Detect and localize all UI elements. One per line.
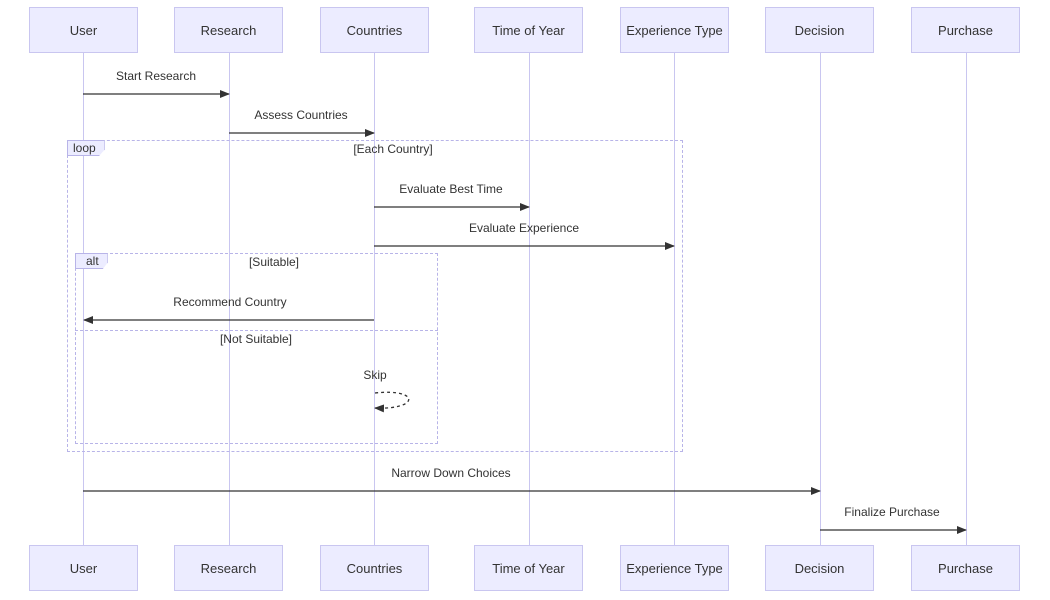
message-label-evaluate-best-time: Evaluate Best Time — [399, 182, 503, 196]
actor-experience-type-top[interactable]: Experience Type — [620, 7, 729, 53]
alt-frame: alt — [75, 253, 438, 444]
message-label-narrow-down-choices: Narrow Down Choices — [391, 466, 511, 480]
actor-user-top[interactable]: User — [29, 7, 138, 53]
actor-decision-top[interactable]: Decision — [765, 7, 874, 53]
alt-frame-label: alt — [75, 253, 108, 269]
lifeline-experience-type — [674, 53, 675, 545]
message-label-evaluate-experience: Evaluate Experience — [468, 221, 580, 235]
actor-decision-bottom[interactable]: Decision — [765, 545, 874, 591]
actor-purchase-top[interactable]: Purchase — [911, 7, 1020, 53]
loop-frame: loop — [67, 140, 683, 452]
alt-else-divider — [75, 330, 438, 331]
lifeline-user — [83, 53, 84, 545]
actor-countries-top[interactable]: Countries — [320, 7, 429, 53]
message-label-skip: Skip — [363, 368, 387, 382]
loop-frame-label: loop — [67, 140, 105, 156]
lifeline-decision — [820, 53, 821, 545]
actor-experience-type-bottom[interactable]: Experience Type — [620, 545, 729, 591]
message-label-start-research: Start Research — [115, 69, 197, 83]
actor-purchase-bottom[interactable]: Purchase — [911, 545, 1020, 591]
loop-condition: [Each Country] — [353, 142, 433, 156]
alt-else-condition: [Not Suitable] — [219, 332, 293, 346]
message-label-assess-countries: Assess Countries — [254, 108, 348, 122]
lifeline-purchase — [966, 53, 967, 545]
message-label-finalize-purchase: Finalize Purchase — [844, 505, 940, 519]
message-label-recommend-country: Recommend Country — [173, 295, 287, 309]
actor-countries-bottom[interactable]: Countries — [320, 545, 429, 591]
actor-time-of-year-top[interactable]: Time of Year — [474, 7, 583, 53]
alt-condition: [Suitable] — [248, 255, 300, 269]
actor-time-of-year-bottom[interactable]: Time of Year — [474, 545, 583, 591]
arrow-skip-self — [374, 391, 410, 413]
lifeline-research — [229, 53, 230, 545]
actor-user-bottom[interactable]: User — [29, 545, 138, 591]
actor-research-top[interactable]: Research — [174, 7, 283, 53]
actor-research-bottom[interactable]: Research — [174, 545, 283, 591]
lifeline-countries — [374, 53, 375, 545]
lifeline-time-of-year — [529, 53, 530, 545]
